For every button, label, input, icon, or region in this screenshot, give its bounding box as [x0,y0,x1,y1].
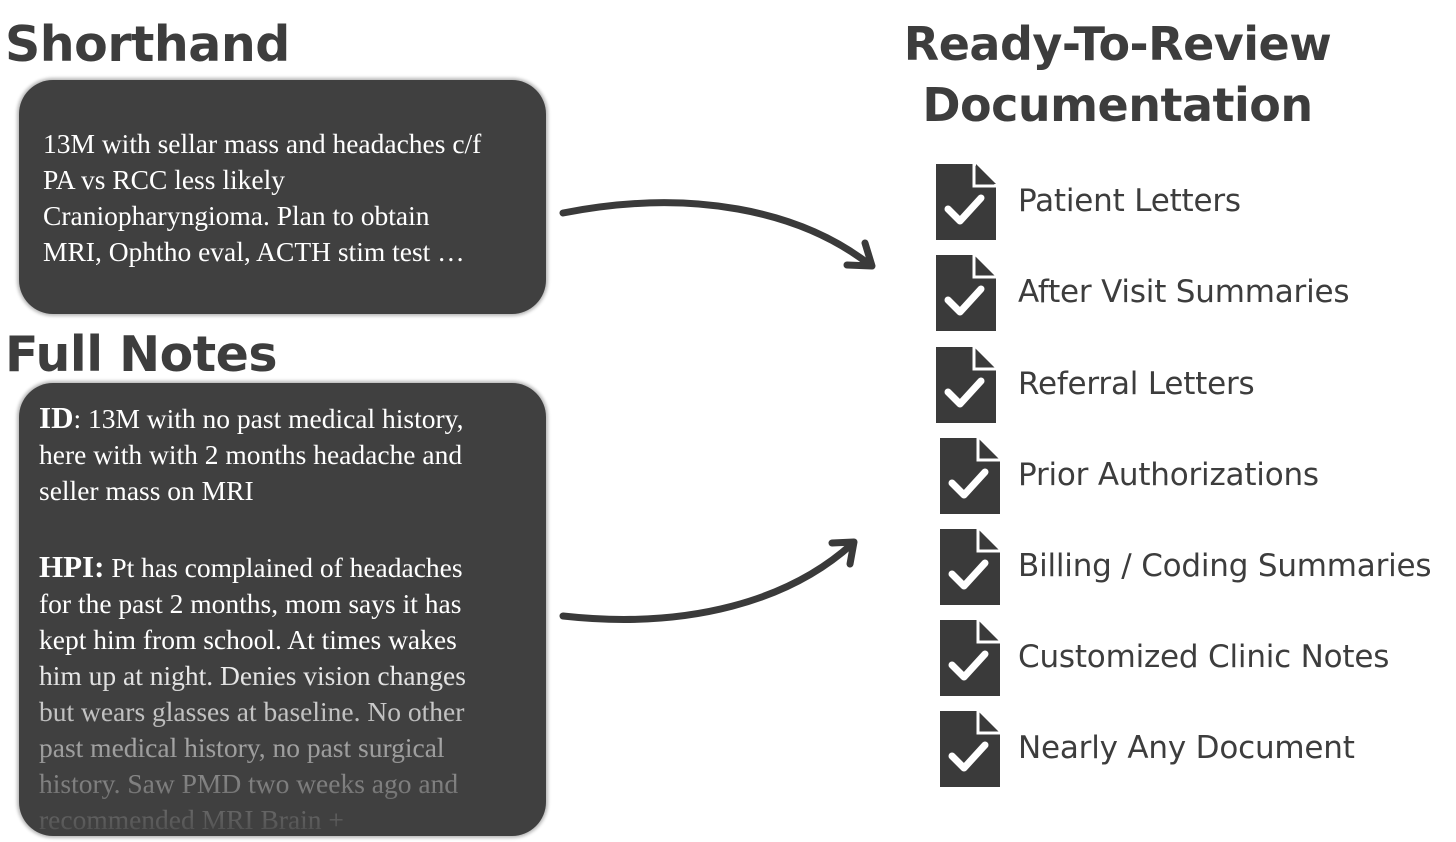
doc-item-referral-letters: Referral Letters [936,347,1451,423]
hpi-line: kept him from school. At times wakes [39,624,457,655]
hpi-line: recommended MRI Brain + [39,804,344,835]
hpi-line: for the past 2 months, mom says it has [39,588,462,619]
document-check-icon [940,711,1000,787]
doc-label: Customized Clinic Notes [1018,639,1390,675]
arrow-fullnotes-to-docs [559,540,856,623]
id-label: ID [39,400,74,435]
arrowhead-lower [828,538,858,568]
review-title: Ready-To-Review Documentation [880,14,1355,136]
doc-label: Referral Letters [1018,366,1255,402]
id-line: seller mass on MRI [39,475,254,506]
hpi-line: HPI: Pt has complained of headaches [39,549,546,586]
shorthand-title: Shorthand [5,16,290,73]
review-title-line1: Ready-To-Review [903,17,1332,71]
doc-item-after-visit-summaries: After Visit Summaries [936,255,1451,331]
arrowhead-upper [843,239,876,270]
hpi-line: but wears glasses at baseline. No other [39,696,465,727]
id-line: ID: 13M with no past medical history, [39,400,546,437]
doc-item-prior-authorizations: Prior Authorizations [940,438,1455,514]
shorthand-line: MRI, Ophtho eval, ACTH stim test … [43,236,465,267]
document-check-icon [940,438,1000,514]
doc-label: Billing / Coding Summaries [1018,548,1432,584]
shorthand-line: Craniopharyngioma. Plan to obtain [43,200,430,231]
hpi-line: past medical history, no past surgical [39,732,445,763]
doc-label: Nearly Any Document [1018,730,1355,766]
shorthand-note-box: 13M with sellar mass and headaches c/f P… [19,80,546,314]
document-check-icon [940,620,1000,696]
doc-item-customized-clinic-notes: Customized Clinic Notes [940,620,1455,696]
shorthand-line: PA vs RCC less likely [43,164,285,195]
hpi-line: him up at night. Denies vision changes [39,660,466,691]
hpi-label: HPI: [39,549,105,584]
doc-item-patient-letters: Patient Letters [936,164,1451,240]
document-check-icon [936,164,996,240]
doc-item-nearly-any-document: Nearly Any Document [940,711,1455,787]
doc-item-billing-coding-summaries: Billing / Coding Summaries [940,529,1455,605]
full-notes-title: Full Notes [5,326,278,383]
review-title-line2: Documentation [922,78,1313,132]
doc-label: Prior Authorizations [1018,457,1319,493]
hpi-text: Pt has complained of headaches [104,552,463,583]
full-notes-text: ID: 13M with no past medical history, he… [39,400,546,836]
hpi-line: history. Saw PMD two weeks ago and [39,768,459,799]
arrow-shorthand-to-docs [559,199,874,269]
document-check-icon [936,347,996,423]
id-text: : 13M with no past medical history, [73,403,464,434]
shorthand-line: 13M with sellar mass and headaches c/f [43,128,482,159]
doc-label: Patient Letters [1018,183,1241,219]
document-check-icon [936,255,996,331]
full-notes-box: ID: 13M with no past medical history, he… [19,383,546,836]
doc-label: After Visit Summaries [1018,274,1350,310]
document-check-icon [940,529,1000,605]
id-line: here with with 2 months headache and [39,439,463,470]
